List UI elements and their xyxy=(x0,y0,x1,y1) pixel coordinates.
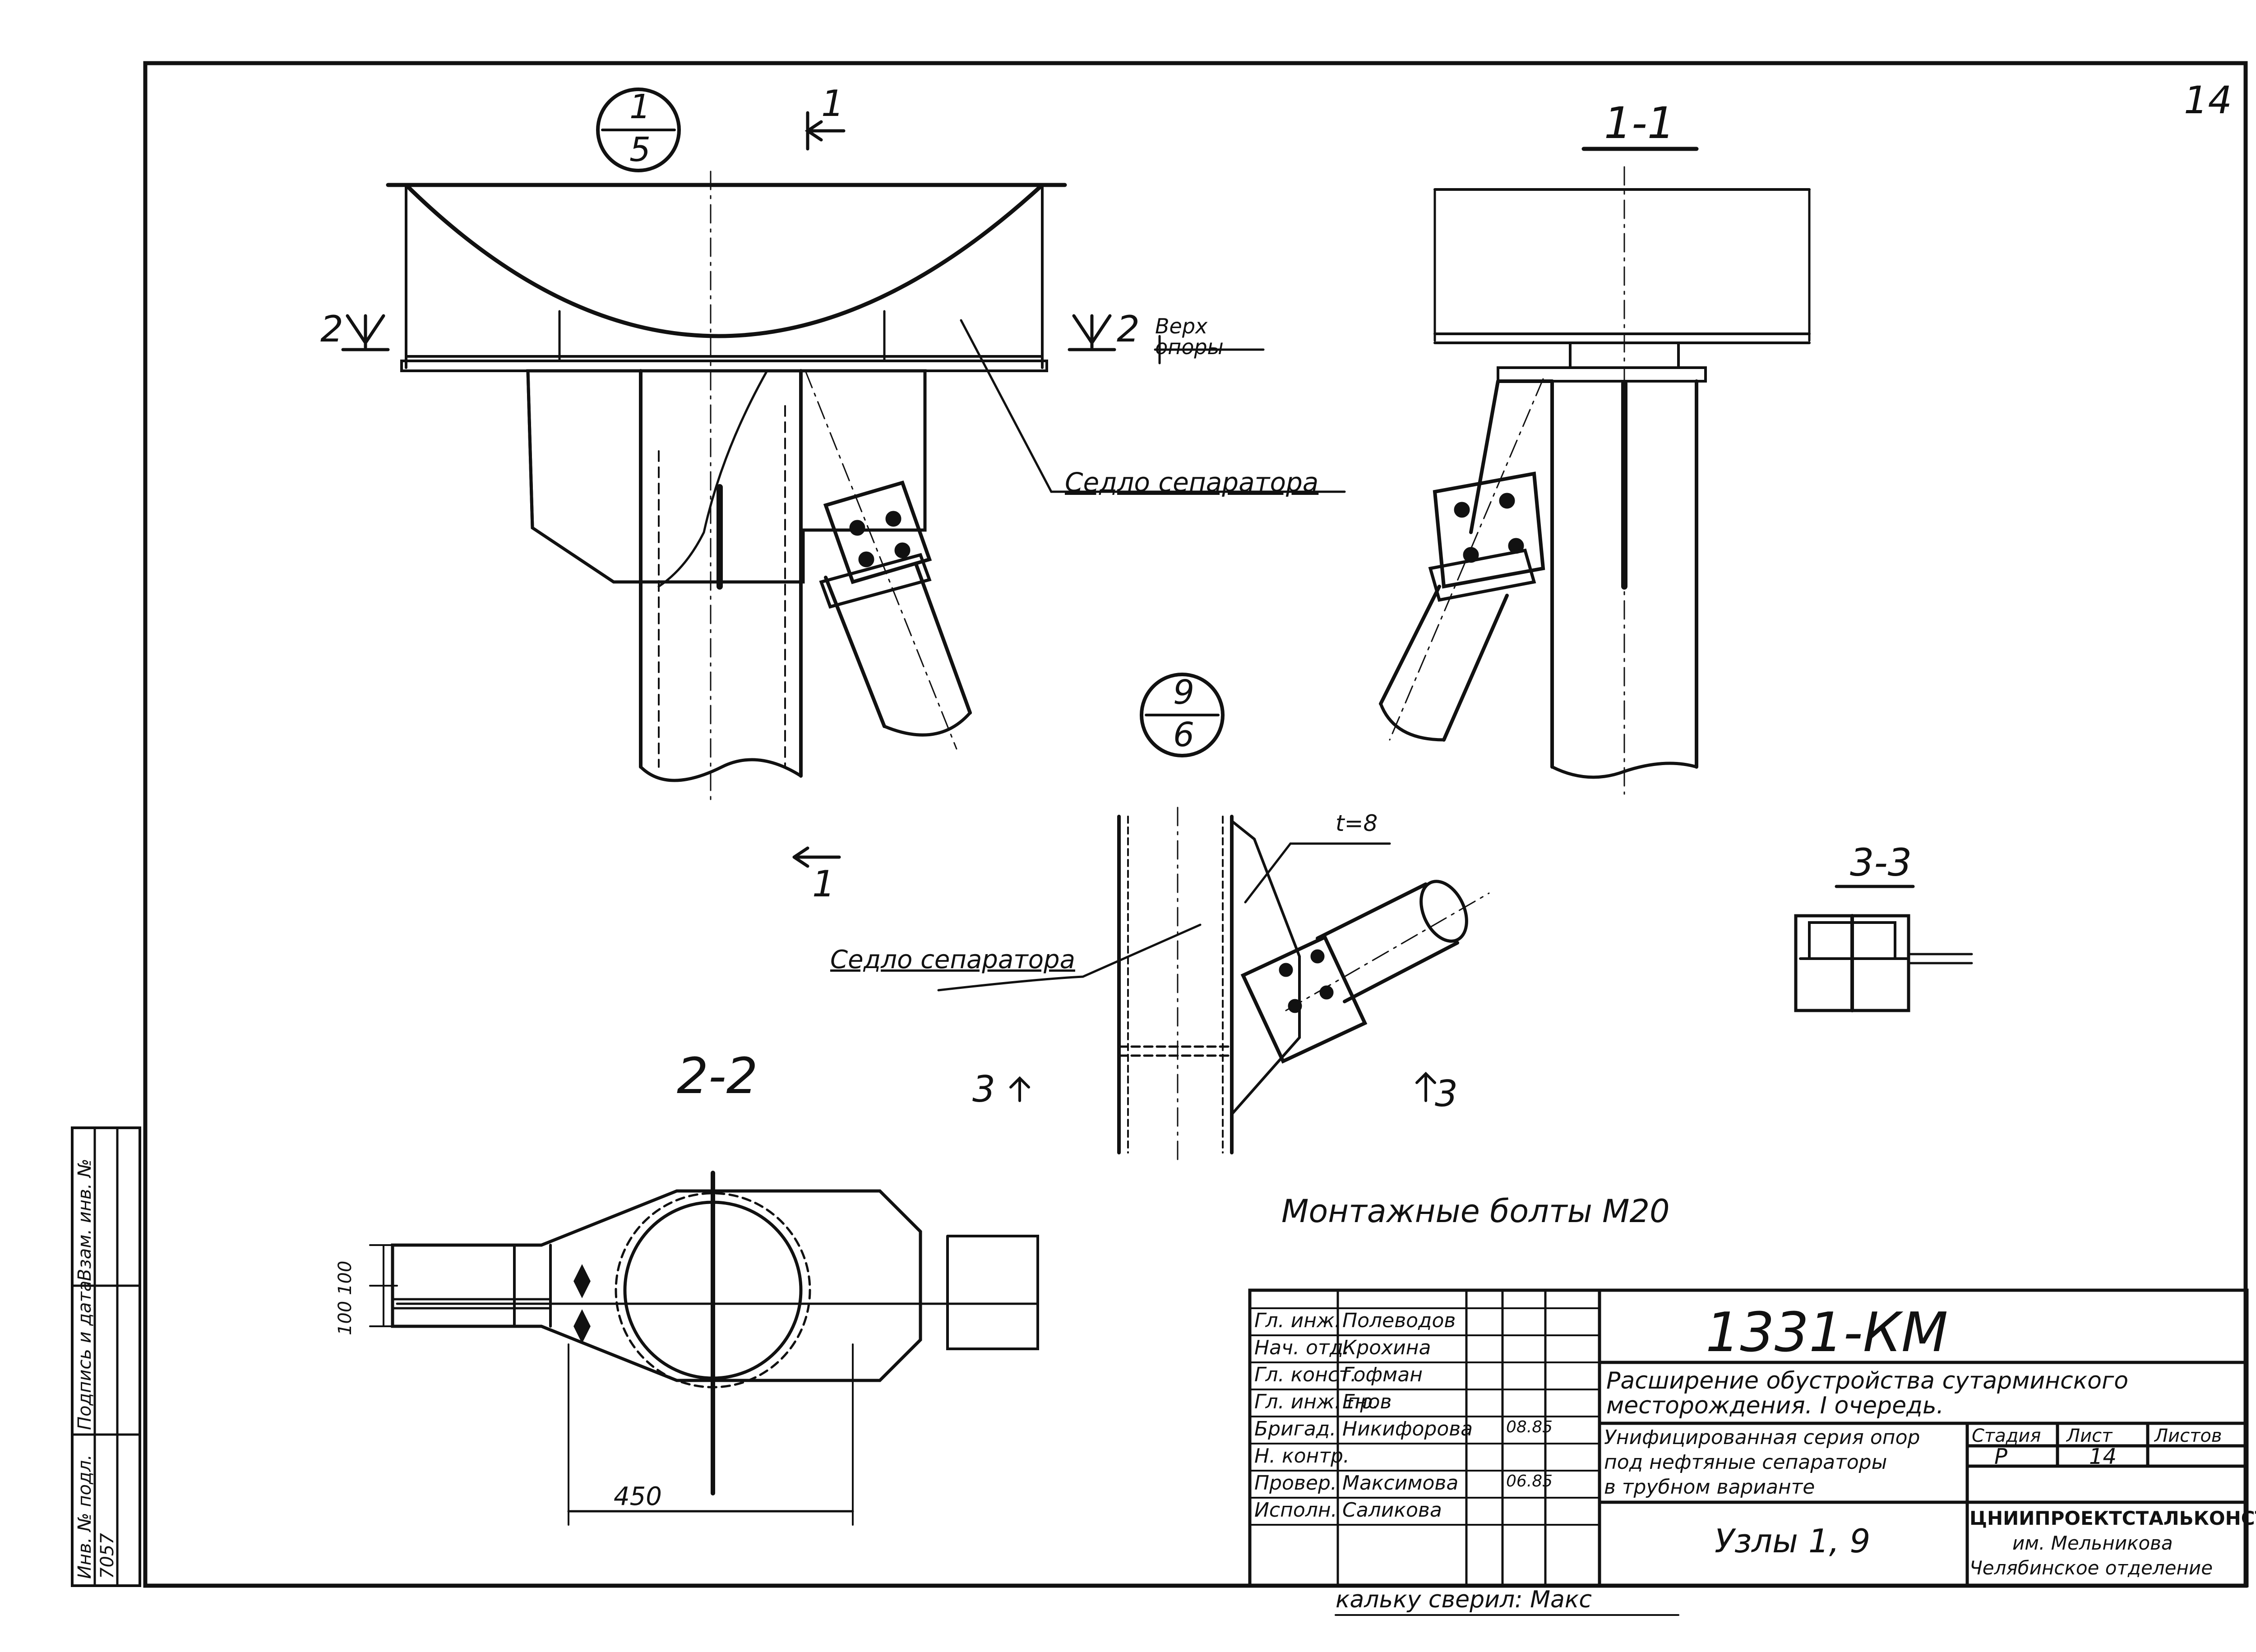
title-block-series-line-1: Унифицированная серия опор xyxy=(1604,1426,1920,1449)
staff-date: 06.85 xyxy=(1506,1472,1553,1490)
node-marker-1-top: 1 xyxy=(629,88,651,126)
side-stamp-inv-value: 7057 xyxy=(97,1533,118,1579)
staff-date: 08.85 xyxy=(1506,1418,1553,1436)
staff-name: Крохина xyxy=(1342,1336,1431,1359)
section-cut-2-left: 2 xyxy=(320,308,343,350)
staff-role: Гл. конст. xyxy=(1254,1363,1357,1386)
header-stage: Стадия xyxy=(1972,1426,2041,1446)
staff-name: Полеводов xyxy=(1342,1309,1456,1332)
org-name: ЦНИИПРОЕКТСТАЛЬКОНСТРУКЦИЯ xyxy=(1969,1507,2256,1529)
staff-name: Енов xyxy=(1342,1390,1392,1413)
staff-role: Н. контр. xyxy=(1254,1444,1350,1467)
dimension-100: 100 100 xyxy=(335,1260,356,1335)
title-block-sheet-title: Узлы 1, 9 xyxy=(1715,1522,1871,1560)
node-marker-9-top: 9 xyxy=(1173,673,1195,712)
section-cut-1-bottom: 1 xyxy=(812,863,835,905)
section-view-1-1-title: 1-1 xyxy=(1604,98,1675,148)
side-stamp-col-1: Инв. № подл. xyxy=(74,1454,95,1579)
footer-note: кальку сверил: Макс xyxy=(1336,1586,1592,1613)
section-cut-3-left: 3 xyxy=(972,1068,995,1110)
callout-support-top: Верх опоры xyxy=(1155,314,1224,359)
callout-thickness: t=8 xyxy=(1336,810,1378,836)
section-cut-2-right: 2 xyxy=(1117,308,1140,350)
view-section-1-1 xyxy=(1379,166,1811,795)
section-view-2-2-title: 2-2 xyxy=(677,1047,758,1105)
staff-name: Саликова xyxy=(1342,1499,1442,1522)
org-department: Челябинское отделение xyxy=(1969,1557,2213,1579)
staff-role: Гл. инж. xyxy=(1254,1309,1341,1332)
callout-bolts: Монтажные болты М20 xyxy=(1281,1193,1670,1230)
view-node-1-front xyxy=(386,171,1067,804)
title-block-series-line-2: под нефтяные сепараторы xyxy=(1604,1451,1887,1474)
side-stamp-frame xyxy=(71,1126,141,1587)
section-cut-1-top: 1 xyxy=(821,83,844,125)
value-sheet: 14 xyxy=(2089,1444,2117,1469)
title-block-code: 1331-КМ xyxy=(1706,1301,1948,1364)
org-name-2: им. Мельникова xyxy=(2012,1532,2173,1554)
staff-role: Гл. инж. пр. xyxy=(1254,1390,1379,1413)
staff-name: Гофман xyxy=(1342,1363,1423,1386)
title-block-project-line-1: Расширение обустройства сутарминского xyxy=(1606,1367,2129,1394)
view-section-2-2 xyxy=(369,1171,1039,1526)
view-section-3-3 xyxy=(1794,885,1973,1012)
value-stage: Р xyxy=(1994,1444,2007,1469)
page-number: 14 xyxy=(2184,78,2232,122)
header-sheet: Лист xyxy=(2066,1426,2113,1446)
staff-name: Никифорова xyxy=(1342,1417,1473,1440)
header-sheets: Листов xyxy=(2154,1426,2222,1446)
title-block-lines xyxy=(1248,1288,2249,1616)
section-cut-3-right: 3 xyxy=(1435,1073,1458,1115)
callout-saddle-1: Седло сепаратора xyxy=(1065,467,1319,498)
staff-role: Бригад. xyxy=(1254,1417,1336,1440)
staff-role: Нач. отд. xyxy=(1254,1336,1350,1359)
staff-name: Максимова xyxy=(1342,1472,1459,1495)
section-view-3-3-title: 3-3 xyxy=(1850,840,1912,885)
side-stamp-col-3: Взам. инв. № xyxy=(74,1158,95,1281)
title-block-series-line-3: в трубном варианте xyxy=(1604,1476,1815,1499)
side-stamp-col-2: Подпись и дата xyxy=(74,1280,95,1430)
title-block-project-line-2: месторождения. I очередь. xyxy=(1606,1392,1944,1419)
callout-saddle-2: Седло сепаратора xyxy=(830,945,1075,974)
staff-role: Исполн. xyxy=(1254,1499,1337,1522)
node-marker-1-circle xyxy=(596,88,681,172)
node-marker-9-bottom: 6 xyxy=(1173,715,1195,754)
node-marker-1-bottom: 5 xyxy=(629,130,651,169)
view-node-9 xyxy=(937,807,1490,1160)
staff-role: Провер. xyxy=(1254,1472,1337,1495)
dimension-450: 450 xyxy=(614,1482,662,1511)
node-marker-9-circle xyxy=(1140,673,1225,757)
sheet-frame xyxy=(143,61,2248,1588)
